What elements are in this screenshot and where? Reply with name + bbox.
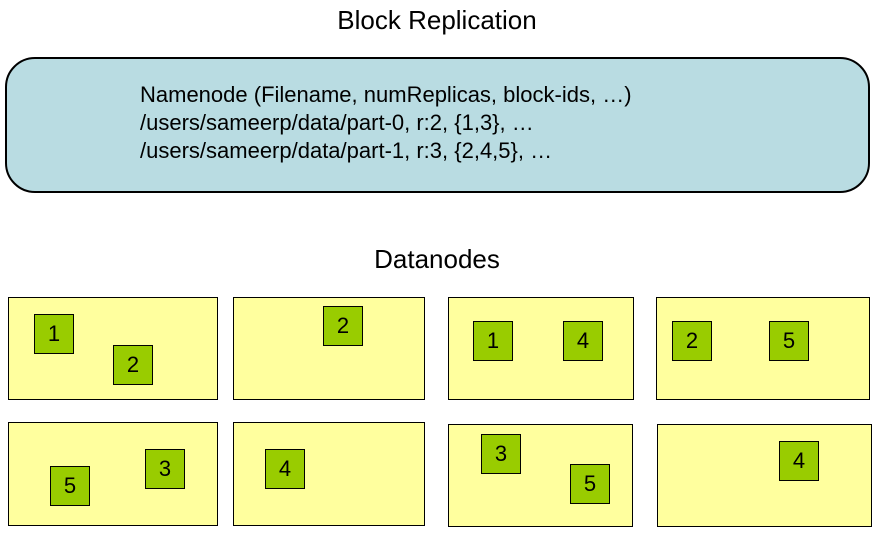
namenode-line-2: /users/sameerp/data/part-0, r:2, {1,3}, … [140, 110, 534, 135]
block-3: 3 [145, 449, 185, 489]
block-2: 2 [672, 321, 712, 361]
datanodes-heading: Datanodes [374, 244, 500, 274]
block-2: 2 [113, 345, 153, 385]
namenode-line-1: Namenode (Filename, numReplicas, block-i… [140, 82, 632, 107]
datanode-6: 4 [233, 422, 425, 526]
namenode-text: Namenode (Filename, numReplicas, block-i… [140, 81, 632, 165]
namenode-box: Namenode (Filename, numReplicas, block-i… [5, 57, 870, 193]
block-1: 1 [34, 314, 74, 354]
datanode-8: 4 [657, 424, 872, 527]
block-5: 5 [50, 466, 90, 506]
block-5: 5 [769, 321, 809, 361]
namenode-line-3: /users/sameerp/data/part-1, r:3, {2,4,5}… [140, 138, 553, 163]
datanode-2: 2 [233, 297, 425, 400]
block-1: 1 [473, 321, 513, 361]
block-4: 4 [563, 321, 603, 361]
block-4: 4 [779, 441, 819, 481]
block-5: 5 [570, 464, 610, 504]
block-2: 2 [323, 306, 363, 346]
block-3: 3 [481, 434, 521, 474]
diagram-title: Block Replication [337, 5, 537, 35]
block-4: 4 [265, 449, 305, 489]
